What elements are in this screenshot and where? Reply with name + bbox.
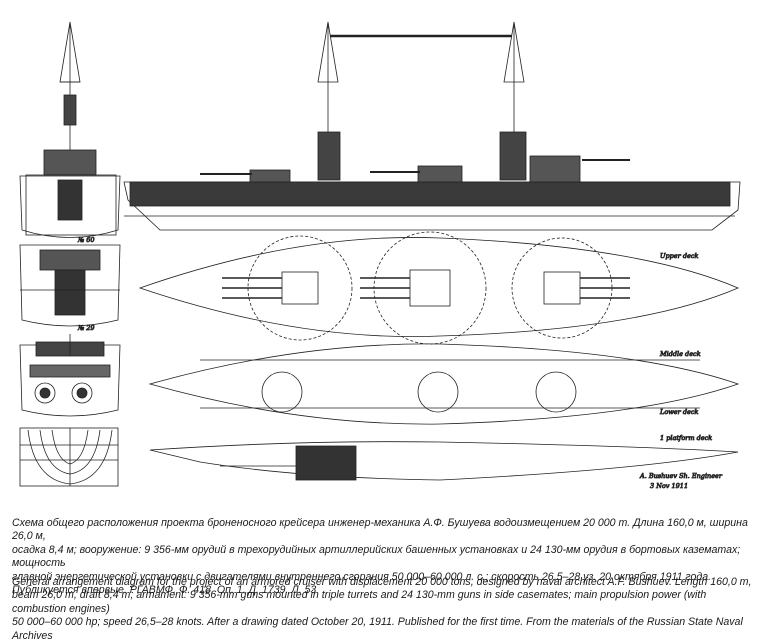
- caption-ru-line-1: Схема общего расположения проекта бронен…: [12, 517, 748, 543]
- body-plan-view: [19, 427, 119, 487]
- lower-deck-label: Lower deck: [659, 408, 698, 416]
- midship-section-view: № 60 № 29: [19, 236, 121, 332]
- platform-deck-plan: 1 platform deck A. Bushuev Sh. Engineer …: [149, 434, 739, 490]
- caption-russian: Схема общего расположения проекта бронен…: [12, 517, 760, 597]
- caption-ru-line-4: Публикуется впервые. РГАВМФ. Ф. 418. Оп.…: [12, 584, 317, 597]
- caption-english: General arrangement diagram for the proj…: [12, 576, 760, 643]
- frame-60-label: № 60: [77, 236, 95, 244]
- middle-deck-label: Middle deck: [659, 350, 701, 358]
- middle-deck-plan: Middle deck Lower deck: [148, 343, 740, 425]
- ship-drawing: № 60 № 29: [19, 21, 741, 490]
- upper-deck-plan: Upper deck: [138, 231, 740, 345]
- frame-29-label: № 29: [77, 324, 95, 332]
- caption-en-line-2: beam 26,0 m, draft 8,4 m; armament: 9 35…: [12, 589, 707, 615]
- front-elevation-view: [19, 21, 121, 238]
- caption-ru-line-2: осадка 8,4 м; вооружение: 9 356-мм оруди…: [12, 543, 741, 570]
- side-elevation-view: [123, 21, 741, 231]
- date-label: 3 Nov 1911: [650, 482, 688, 490]
- caption-en-line-3: 50 000–60 000 hp; speed 26,5–28 knots. A…: [12, 616, 743, 642]
- caption-en-line-1: General arrangement diagram for the proj…: [12, 576, 752, 588]
- platform-deck-label: 1 platform deck: [660, 434, 712, 442]
- caption-ru-line-3: главной энергетической установки с двига…: [12, 570, 712, 583]
- upper-deck-label: Upper deck: [660, 252, 698, 260]
- signature-label: A. Bushuev Sh. Engineer: [639, 472, 723, 480]
- engine-section-view: [19, 334, 121, 417]
